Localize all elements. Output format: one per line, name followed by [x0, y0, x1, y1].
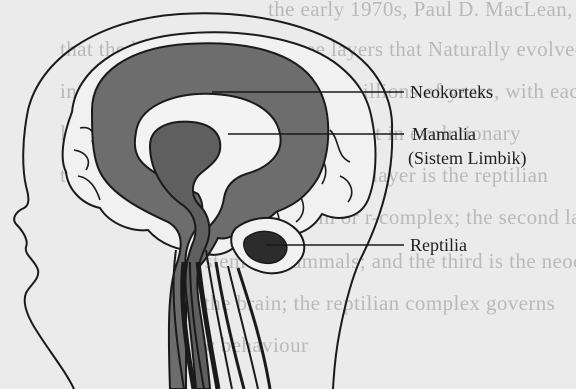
background-text-line: the early 1970s, Paul D. MacLean, who pr… [268, 0, 576, 21]
label-sistem-limbik: (Sistem Limbik) [408, 147, 527, 169]
label-reptilia: Reptilia [410, 234, 467, 256]
label-neokorteks: Neokorteks [410, 81, 493, 103]
label-mamalia: Mamalia [412, 123, 476, 145]
